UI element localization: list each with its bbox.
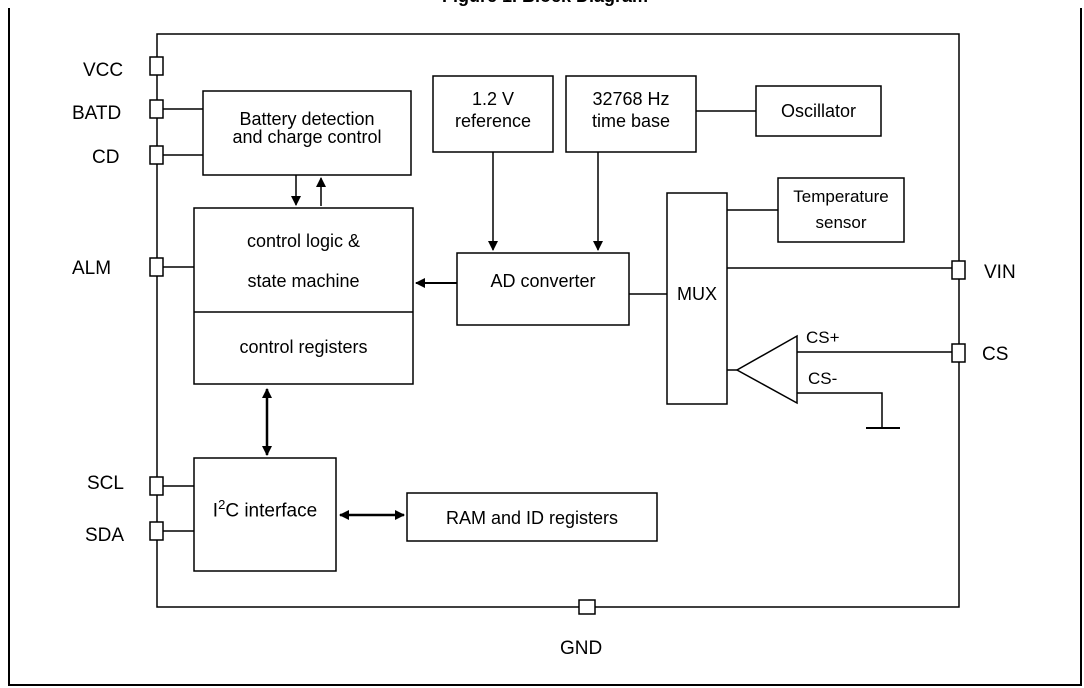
ad-converter-block [456,252,630,326]
i2c-label-sup: 2 [218,497,226,512]
pin-vin-box [951,260,966,280]
i2c-label-rest: C interface [225,500,318,522]
control-logic-block [193,207,414,385]
timebase-block-label: 32768 Hz time base [566,88,696,132]
battery-label-line1: Battery detection [239,109,375,129]
reference-label-line2: reference [454,111,532,131]
control-registers-label: control registers [239,337,368,357]
pin-cd-box [149,145,164,165]
pin-cs-label: CS [982,344,1009,365]
timebase-label-line2: time base [591,111,671,131]
oscillator-label: Oscillator [780,101,856,121]
cs-minus-label: CS- [808,369,838,388]
pin-gnd-box [578,599,596,615]
battery-label-line2: and charge control [232,127,382,147]
pin-sda-box [149,521,164,541]
pin-cs-box [951,343,966,363]
pin-alm-box [149,257,164,277]
pin-scl-box [149,476,164,496]
mux-block [666,192,728,405]
temperature-label-line1: Temperature [793,187,889,206]
timebase-block [565,75,697,153]
figure-title: Figure 1. Block Diagram [8,0,1082,8]
control-logic-label-line1: control logic & [246,231,361,251]
control-logic-label-line2: state machine [247,271,360,291]
ram-block [406,492,658,542]
i2c-label-i: I [212,500,219,522]
figure-frame [8,0,1082,686]
pin-sda-label: SDA [85,525,125,546]
pin-gnd-label: GND [560,638,603,659]
pin-scl-label: SCL [87,473,124,494]
mux-label: MUX [677,284,717,304]
reference-label-line1: 1.2 V [471,89,515,109]
current-sense-amplifier [735,334,798,405]
timebase-label-line1: 32768 Hz [592,89,670,109]
cs-plus-label: CS+ [806,328,840,347]
pin-vcc-box [149,56,164,76]
chip-outline [156,33,960,608]
pin-alm-label: ALM [72,258,112,279]
i2c-block [193,457,337,572]
pin-vcc-label: VCC [83,60,124,81]
temperature-label-line2: sensor [815,213,867,232]
battery-block-label: Battery detection and charge control [203,108,411,148]
ad-converter-label: AD converter [490,271,596,291]
pin-vin-label: VIN [984,262,1016,283]
wire-cs-minus [797,392,883,427]
pin-cd-label: CD [92,147,120,168]
battery-block [202,90,412,176]
reference-block-label: 1.2 V reference [433,88,553,132]
ram-label: RAM and ID registers [445,508,619,528]
temperature-block-label: Temperature sensor [778,186,904,234]
pin-batd-label: BATD [72,103,122,124]
i2c-label: I2C interface [194,494,336,522]
pin-batd-box [149,99,164,119]
